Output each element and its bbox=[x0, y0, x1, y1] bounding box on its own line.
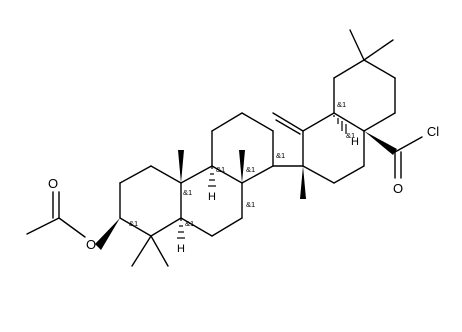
chlorine-label: Cl bbox=[427, 124, 439, 139]
acyl-chloride-group bbox=[364, 131, 423, 179]
stereo-label-c18: &1 bbox=[337, 100, 346, 109]
stereo-label-c14: &1 bbox=[276, 151, 285, 160]
acetoxy-group bbox=[26, 191, 120, 250]
stereo-label-c3: &1 bbox=[129, 219, 138, 228]
stereo-label-c17: &1 bbox=[346, 131, 355, 140]
oxygen-acyl-label: O bbox=[393, 181, 403, 196]
hydrogen-label-c5: H bbox=[177, 243, 185, 255]
ring-e-bonds bbox=[333, 29, 396, 132]
ring-b-bonds bbox=[180, 165, 243, 237]
stereo-label-c8: &1 bbox=[246, 165, 255, 174]
stereo-label-c9: &1 bbox=[216, 165, 225, 174]
ring-c-bonds bbox=[211, 112, 304, 184]
ring-a-bonds bbox=[119, 165, 182, 237]
hydrogen-label-c9: H bbox=[208, 191, 216, 203]
stereo-label-c10: &1 bbox=[183, 188, 192, 197]
oxygen-ester-label: O bbox=[86, 237, 96, 252]
oxygen-carbonyl-label: O bbox=[48, 176, 58, 191]
hydrogen-label-c18: H bbox=[351, 136, 359, 148]
methyl-wedges bbox=[178, 150, 306, 199]
c4-methyls bbox=[131, 235, 169, 267]
ring-d-bonds bbox=[272, 112, 365, 184]
hydrogen-hashes bbox=[177, 115, 347, 239]
stereo-label-c5: &1 bbox=[185, 219, 194, 228]
stereo-label-c8-lower: &1 bbox=[246, 200, 255, 209]
